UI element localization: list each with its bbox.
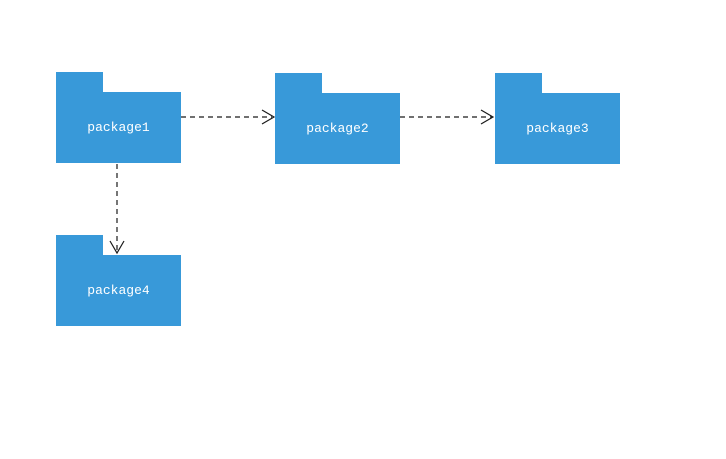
package-body: package2 [275,93,400,164]
package-node-package4[interactable]: package4 [56,235,181,326]
package-tab-icon [56,235,103,255]
package-node-package2[interactable]: package2 [275,73,400,164]
package-label: package4 [87,283,150,298]
package-node-package3[interactable]: package3 [495,73,620,164]
package-node-package1[interactable]: package1 [56,72,181,163]
package-label: package1 [87,120,150,135]
open-arrowhead-icon [261,109,276,125]
dependency-arrow-package1-package2[interactable] [181,109,276,125]
package-label: package2 [306,121,369,136]
package-label: package3 [526,121,589,136]
package-tab-icon [495,73,542,93]
package-tab-icon [275,73,322,93]
package-body: package1 [56,92,181,163]
package-body: package3 [495,93,620,164]
package-body: package4 [56,255,181,326]
open-arrowhead-icon [480,109,495,125]
package-tab-icon [56,72,103,92]
dependency-arrow-package2-package3[interactable] [400,109,495,125]
